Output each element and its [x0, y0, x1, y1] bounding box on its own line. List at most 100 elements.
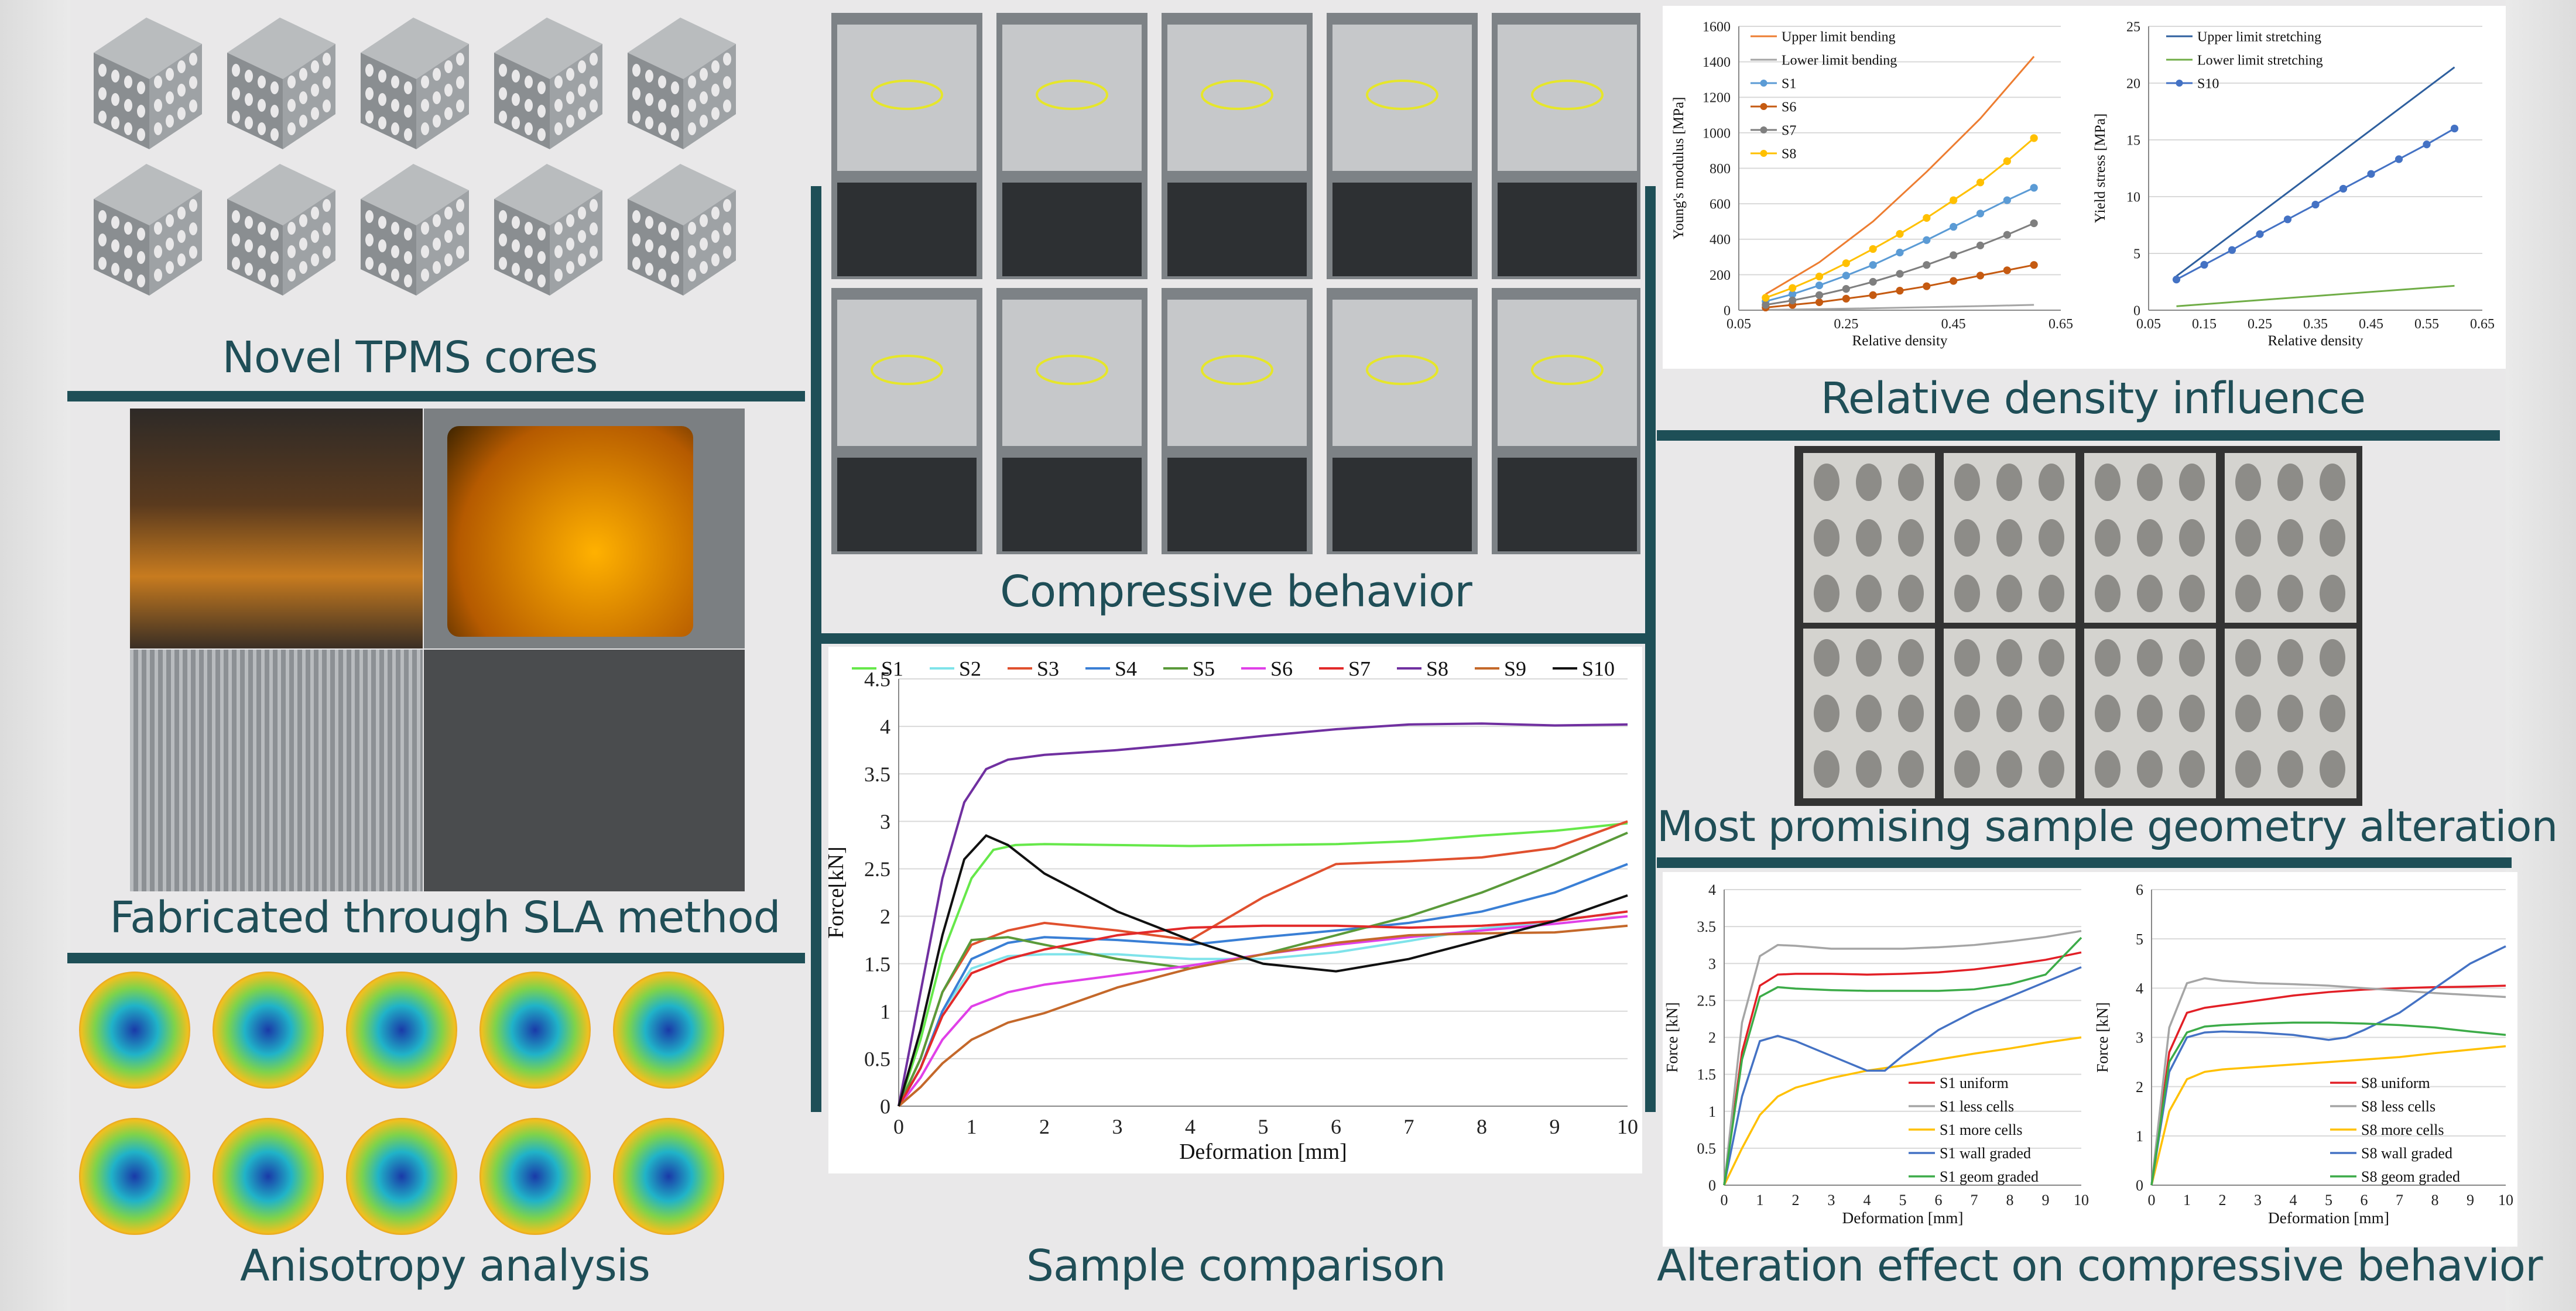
- chart-background: [1663, 872, 2096, 1247]
- cube-hole: [578, 60, 586, 73]
- tpms-cube: [628, 18, 736, 149]
- cube-left: [361, 199, 416, 296]
- cube-hole: [525, 75, 533, 88]
- cube-hole: [391, 222, 399, 235]
- cube-hole: [270, 81, 279, 94]
- failure-marker: [1036, 355, 1108, 385]
- cube-hole: [189, 246, 197, 259]
- cube-hole: [566, 238, 574, 250]
- sample-pore: [1996, 750, 2022, 788]
- specimen-after: [1332, 458, 1472, 551]
- cube-hole: [323, 53, 331, 66]
- cube-hole: [287, 75, 296, 88]
- data-point: [1976, 272, 1985, 280]
- cube-hole: [378, 216, 386, 229]
- y-tick-label: 0: [2133, 303, 2140, 318]
- cube-hole: [537, 128, 546, 141]
- cube-hole: [323, 246, 331, 259]
- cube-hole: [645, 70, 653, 83]
- cube-hole: [700, 261, 708, 274]
- legend-label: S1 uniform: [1940, 1075, 2009, 1092]
- y-tick-label: 800: [1710, 162, 1731, 177]
- sample-pore: [2095, 639, 2121, 677]
- cube-hole: [688, 269, 696, 282]
- cube-hole: [632, 257, 640, 270]
- sample-pore: [2277, 519, 2303, 557]
- series-line-s8-wall-graded: [2150, 945, 2506, 1186]
- cube-hole: [391, 75, 399, 88]
- cube-hole: [98, 210, 107, 223]
- y-tick-label: 2: [1708, 1029, 1716, 1046]
- data-point: [1789, 290, 1797, 298]
- legend-label: Lower limit bending: [1782, 53, 1897, 68]
- sample-pore: [2039, 575, 2064, 612]
- sample-pore: [2137, 695, 2163, 732]
- sample-pore: [1856, 575, 1882, 612]
- cube-hole: [421, 99, 429, 112]
- sample-pore: [2095, 575, 2121, 612]
- cube-hole: [671, 128, 679, 141]
- cube-hole: [700, 91, 708, 104]
- cube-hole: [456, 222, 464, 235]
- sample-pore: [1898, 464, 1924, 501]
- tpms-cube: [494, 164, 602, 296]
- y-tick-label: 5: [2136, 931, 2143, 948]
- cube-hole: [323, 199, 331, 212]
- data-point: [1950, 251, 1958, 259]
- cube-hole: [287, 99, 296, 112]
- data-point: [1950, 196, 1958, 204]
- specimen-after: [1498, 458, 1637, 551]
- cube-hole: [245, 263, 253, 276]
- sample-pore: [2137, 750, 2163, 788]
- data-point: [1815, 272, 1824, 281]
- x-tick-label: 10: [2498, 1192, 2513, 1209]
- cube-hole: [98, 257, 107, 270]
- cube-hole: [456, 76, 464, 89]
- sample-pore: [2039, 519, 2064, 557]
- cube-hole: [444, 253, 453, 266]
- cube-top: [94, 18, 202, 79]
- series-line-upper-limit-bending: [1765, 56, 2035, 296]
- data-point: [1815, 298, 1824, 306]
- data-point: [2395, 155, 2403, 163]
- data-point: [1762, 294, 1770, 302]
- cube-hole: [671, 228, 679, 241]
- cube-hole: [590, 53, 598, 66]
- cube-hole: [444, 84, 453, 97]
- sample-pore: [2137, 519, 2163, 557]
- data-point: [2283, 215, 2292, 224]
- cube-hole: [111, 93, 119, 106]
- cube-hole: [512, 216, 520, 229]
- cube-hole: [177, 207, 186, 219]
- x-tick-label: 6: [1935, 1192, 1943, 1209]
- cube-hole: [711, 230, 720, 243]
- x-tick-label: 1: [1756, 1192, 1764, 1209]
- data-point: [1869, 291, 1877, 299]
- y-tick-label: 3: [1708, 955, 1716, 972]
- cube-hole: [512, 70, 520, 83]
- sample-pore: [1814, 750, 1839, 788]
- cube-hole: [98, 87, 107, 100]
- data-point: [2339, 184, 2348, 193]
- cube-hole: [525, 122, 533, 135]
- legend-label: S8 more cells: [2361, 1121, 2444, 1138]
- data-point: [1923, 236, 1931, 244]
- cube-hole: [537, 274, 546, 287]
- cube-hole: [499, 111, 507, 123]
- legend-label: S1 wall graded: [1940, 1145, 2031, 1162]
- cube-top: [494, 164, 602, 225]
- cube-hole: [554, 122, 563, 135]
- cube-right: [416, 44, 469, 149]
- cube-hole: [537, 81, 546, 94]
- cube-hole: [590, 222, 598, 235]
- y-tick-label: 2.5: [864, 857, 890, 881]
- legend-label: S9: [1504, 657, 1526, 681]
- data-point: [1815, 291, 1824, 299]
- failure-marker: [1201, 355, 1273, 385]
- sample-pore: [1954, 575, 1980, 612]
- cube-hole: [270, 228, 279, 241]
- cube-hole: [166, 68, 174, 81]
- x-tick-label: 4: [2290, 1192, 2297, 1209]
